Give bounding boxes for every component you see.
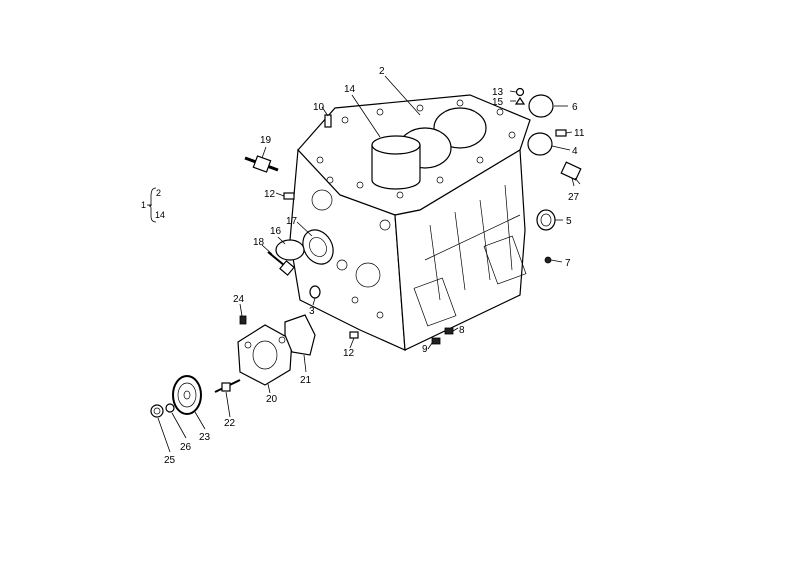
callout-25: 25 bbox=[164, 455, 176, 466]
plug bbox=[324, 114, 332, 128]
plug-bolt bbox=[444, 327, 454, 335]
callout-17: 17 bbox=[286, 216, 298, 227]
callout-12-lower: 12 bbox=[343, 348, 355, 359]
oil-pump bbox=[237, 324, 293, 386]
deck-bolt-holes bbox=[316, 99, 516, 199]
callout-22: 22 bbox=[224, 418, 236, 429]
callout-24: 24 bbox=[233, 294, 245, 305]
lock-washer bbox=[165, 403, 175, 413]
oil-pump-gear bbox=[172, 375, 202, 415]
assembly-sub-a: 2 bbox=[156, 188, 161, 198]
pipe-fitting bbox=[244, 155, 279, 173]
plug-bolt-small bbox=[431, 337, 441, 345]
callout-7: 7 bbox=[565, 258, 571, 269]
nut bbox=[150, 404, 164, 418]
callout-14: 14 bbox=[344, 84, 356, 95]
callout-2: 2 bbox=[379, 66, 385, 77]
oil-seal bbox=[536, 209, 556, 231]
dowel-pin-lower bbox=[349, 331, 359, 339]
plug-small bbox=[515, 87, 525, 97]
expansion-plug bbox=[527, 132, 553, 156]
callout-3: 3 bbox=[309, 306, 315, 317]
dowel-pin-upper bbox=[283, 192, 295, 200]
callout-16: 16 bbox=[270, 226, 282, 237]
dowel-pin bbox=[555, 129, 567, 137]
callout-12-upper: 12 bbox=[264, 189, 276, 200]
assembly-main-number: 1 bbox=[141, 200, 146, 210]
callout-15: 15 bbox=[492, 97, 504, 108]
callout-27: 27 bbox=[568, 192, 580, 203]
callout-21: 21 bbox=[300, 375, 312, 386]
o-ring bbox=[309, 285, 321, 299]
gasket bbox=[275, 239, 305, 261]
drain-plug bbox=[544, 256, 552, 264]
pump-gasket bbox=[284, 314, 316, 356]
callout-13: 13 bbox=[492, 87, 504, 98]
cylinder-liner bbox=[371, 135, 421, 190]
bolt bbox=[267, 251, 295, 276]
callout-6: 6 bbox=[572, 102, 578, 113]
callout-20: 20 bbox=[266, 394, 278, 405]
pump-shaft bbox=[214, 379, 241, 393]
cover-plate bbox=[302, 229, 334, 265]
callout-labels: 2 14 10 13 15 6 11 4 19 27 12 5 17 16 18… bbox=[164, 66, 585, 466]
screw bbox=[239, 315, 247, 325]
callout-8: 8 bbox=[459, 325, 465, 336]
callout-18: 18 bbox=[253, 237, 265, 248]
expansion-plug-large bbox=[528, 94, 554, 118]
callout-19: 19 bbox=[260, 135, 272, 146]
assembly-key: 1 2 14 bbox=[141, 187, 165, 223]
callout-9: 9 bbox=[422, 344, 428, 355]
callout-5: 5 bbox=[566, 216, 572, 227]
callout-10: 10 bbox=[313, 102, 325, 113]
oil-pressure-switch bbox=[560, 161, 582, 185]
cylinder-block bbox=[289, 94, 531, 351]
callout-11: 11 bbox=[574, 128, 585, 139]
leader-lines bbox=[157, 75, 575, 453]
washer bbox=[514, 96, 526, 105]
assembly-sub-b: 14 bbox=[155, 210, 165, 220]
callout-23: 23 bbox=[199, 432, 211, 443]
callout-26: 26 bbox=[180, 442, 192, 453]
callout-4: 4 bbox=[572, 146, 578, 157]
